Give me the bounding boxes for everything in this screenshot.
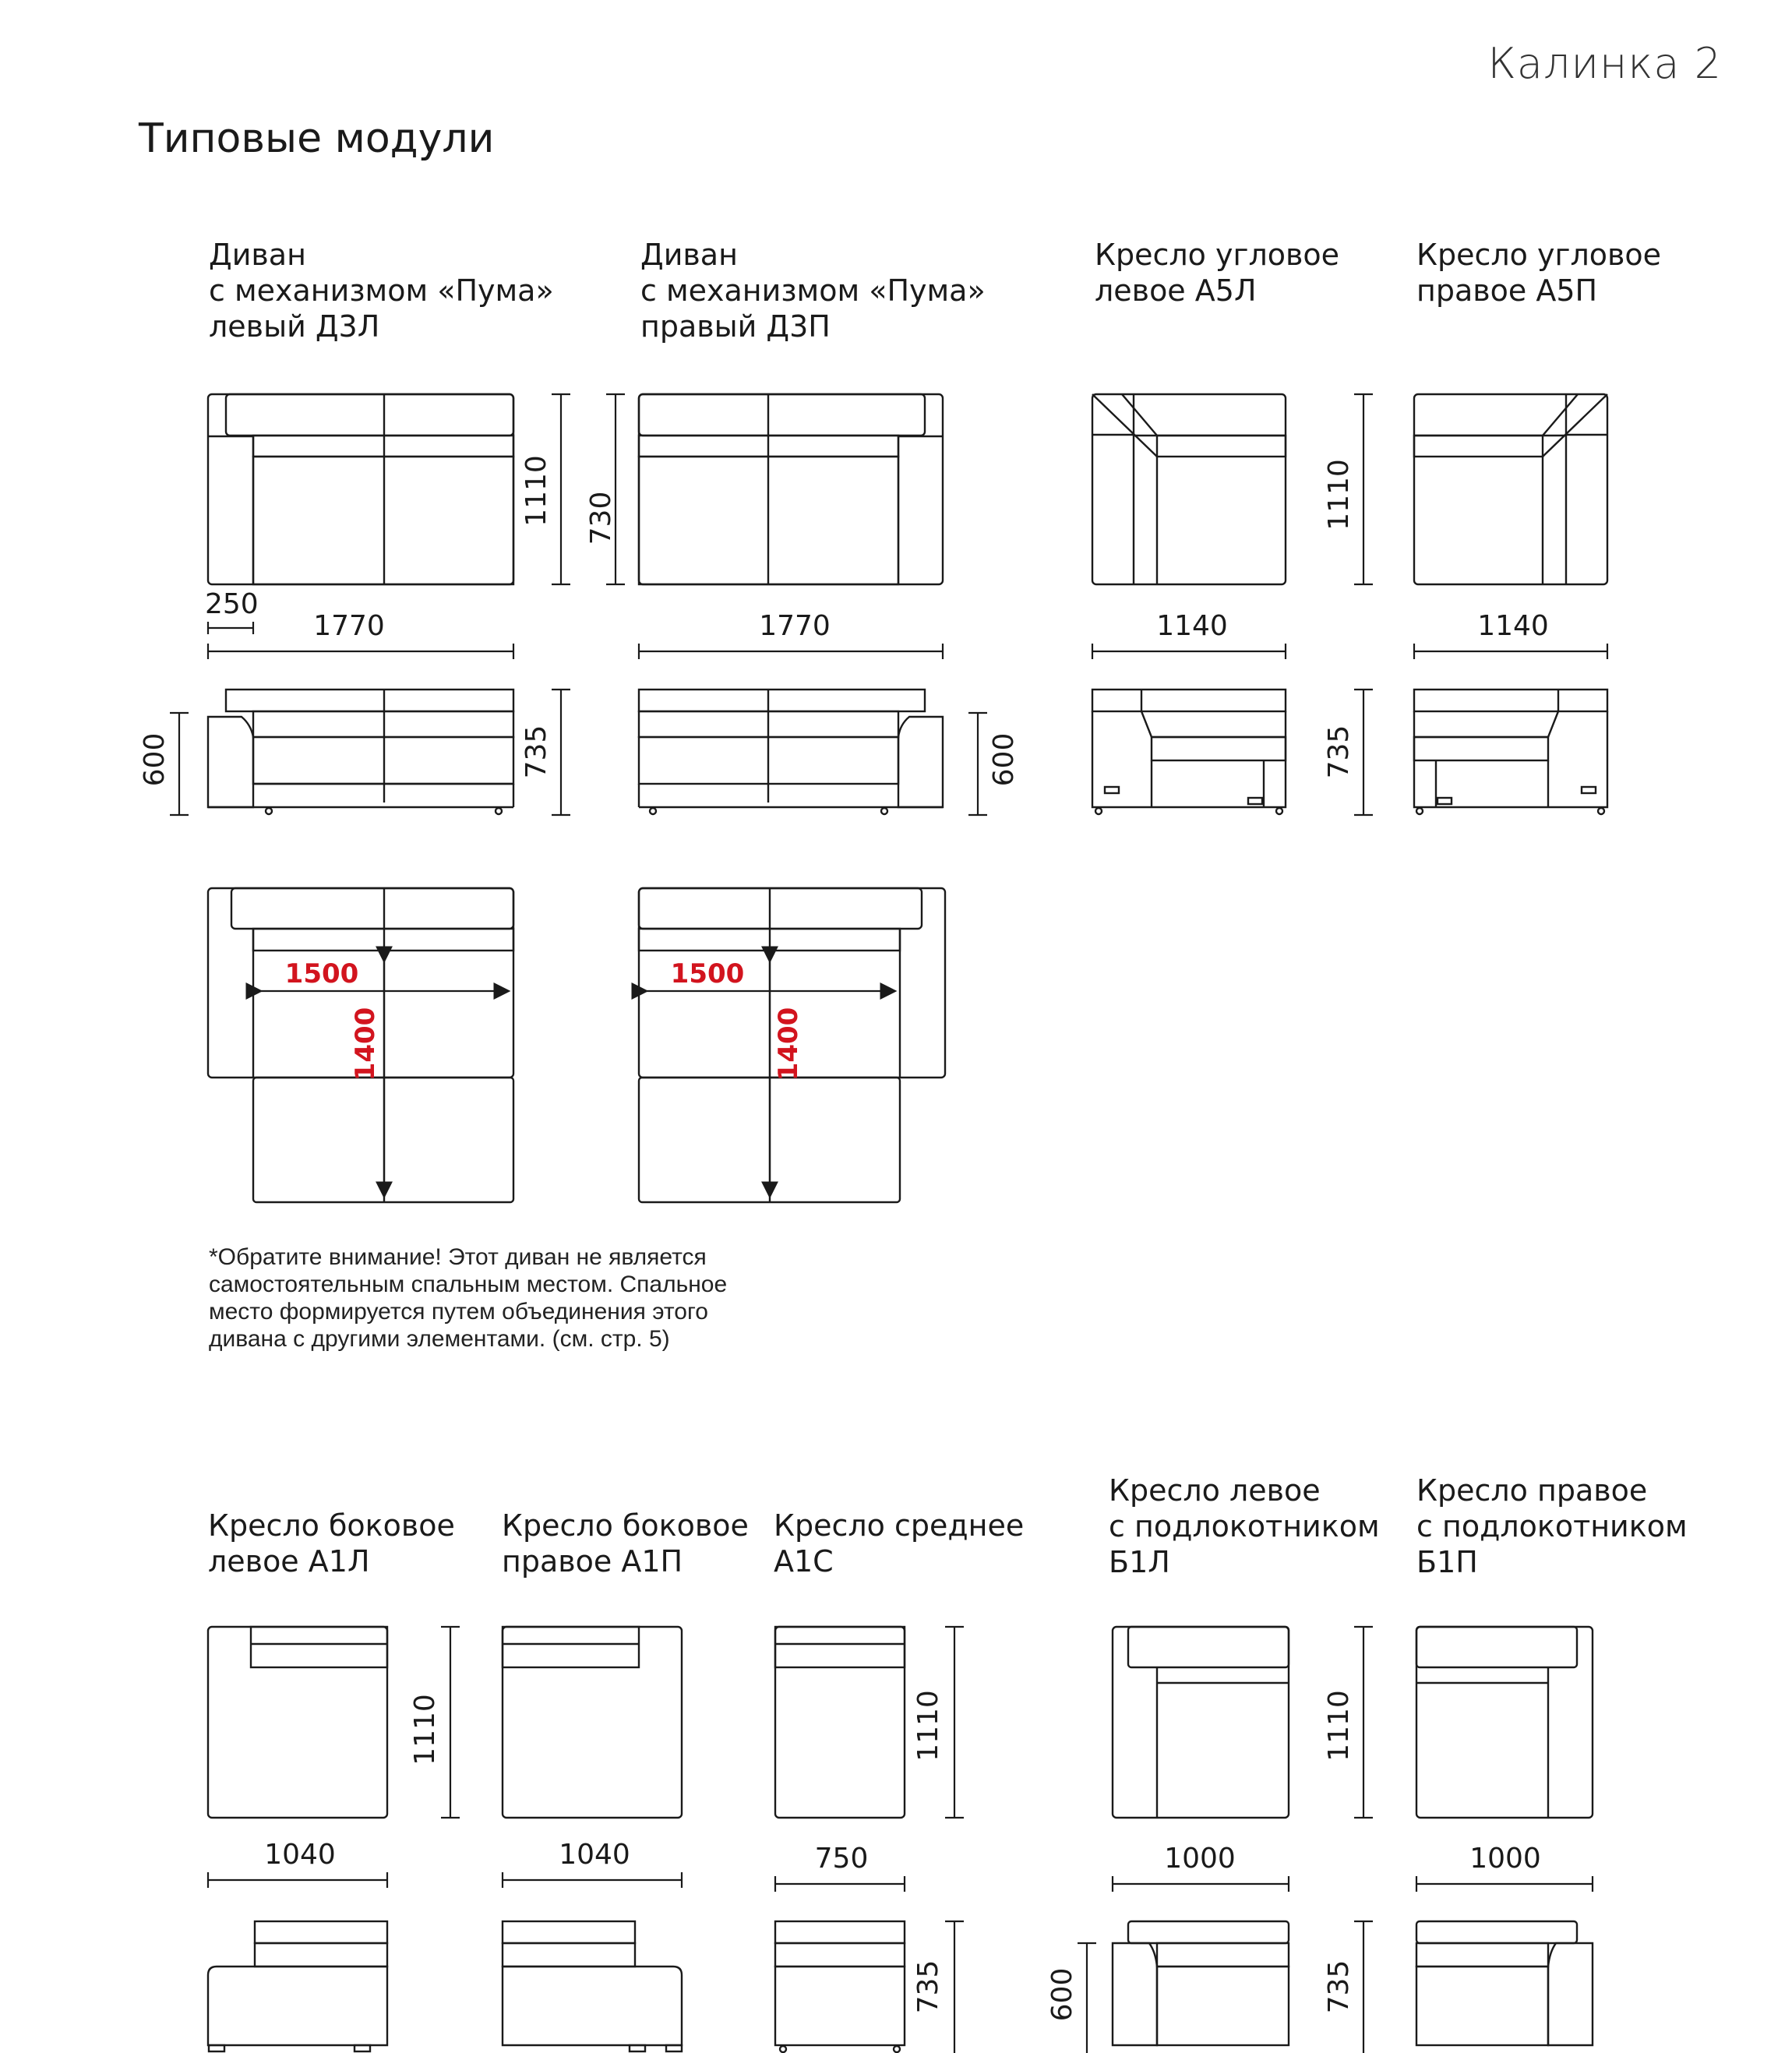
a5p-side-view (1413, 688, 1609, 816)
a1p-width-label: 1040 (559, 1839, 630, 1871)
a5p-width-label: 1140 (1477, 610, 1549, 642)
d3p-sleep-width-label: 1500 (671, 958, 745, 989)
module-title-d3p: Диван с механизмом «Пума» правый Д3П (640, 238, 986, 344)
b1l-depth-label: 1110 (1323, 1690, 1355, 1762)
a1p-side-view (501, 1920, 683, 2053)
b1p-plan-view (1415, 1625, 1594, 1819)
module-title-a5l: Кресло угловое левое А5Л (1095, 238, 1340, 308)
a1c-depth-label: 1110 (912, 1690, 944, 1762)
a5l-height-label: 735 (1323, 725, 1355, 779)
b1l-width-label: 1000 (1164, 1843, 1236, 1875)
d3p-unfolded-view: 1500 1400 (631, 887, 947, 1204)
a1p-plan-dimensions: 1040 (501, 1839, 683, 1888)
d3l-sleep-width-label: 1500 (285, 958, 359, 989)
d3p-side-dimensions: 600 (968, 711, 1020, 817)
d3p-depth-label: 730 (585, 492, 617, 545)
a1c-plan-dimensions: 1110 750 (774, 1625, 964, 1892)
a5l-side-dimensions: 735 (1323, 688, 1373, 817)
d3p-width-label: 1770 (759, 610, 831, 642)
b1l-seat-height-label: 600 (1046, 1968, 1078, 2022)
b1p-side-view (1415, 1920, 1594, 2047)
module-title-a5p: Кресло угловое правое А5П (1416, 238, 1662, 308)
a5l-plan-dimensions: 1110 1140 (1091, 393, 1373, 659)
d3l-depth-label: 1110 (520, 455, 552, 527)
a5p-plan-dimensions: 1140 (1413, 610, 1609, 659)
d3p-plan-view (637, 393, 944, 586)
a5l-width-label: 1140 (1156, 610, 1228, 642)
d3l-side-view (206, 688, 515, 816)
footnote: *Обратите внимание! Этот диван не являет… (209, 1244, 728, 1352)
a1l-side-view (206, 1920, 389, 2053)
module-title-a1l: Кресло боковое левое А1Л (208, 1508, 455, 1579)
b1l-height-label: 735 (1323, 1960, 1355, 2014)
d3l-plan-view (206, 393, 515, 586)
module-title-b1p: Кресло правое с подлокотником Б1П (1416, 1473, 1688, 1579)
module-title-a1c: Кресло среднее А1С (774, 1508, 1025, 1579)
a1l-plan-dimensions: 1110 1040 (206, 1625, 460, 1888)
d3l-sleep-length-label: 1400 (350, 1007, 381, 1081)
b1p-width-label: 1000 (1469, 1843, 1541, 1875)
a1c-plan-view (774, 1625, 906, 1819)
d3p-side-view (637, 688, 944, 816)
a5l-plan-view (1091, 393, 1287, 586)
a5l-side-view (1091, 688, 1287, 816)
brand-title: Калинка 2 (1487, 39, 1722, 88)
d3l-seat-height-label: 600 (139, 733, 171, 787)
section-title: Типовые модули (139, 115, 495, 162)
d3l-width-label: 1770 (313, 610, 385, 642)
d3l-side-dimensions: 600 735 (139, 688, 570, 817)
d3l-arm-label: 250 (205, 588, 259, 620)
module-title-d3l: Диван с механизмом «Пума» левый Д3Л (209, 238, 554, 344)
d3p-plan-dimensions: 730 1770 (585, 393, 944, 659)
b1l-plan-view (1111, 1625, 1290, 1819)
module-title-b1l: Кресло левое с подлокотником Б1Л (1109, 1473, 1380, 1579)
d3p-height-label: 600 (988, 733, 1020, 787)
b1l-side-dimensions: 600 735 (1046, 1920, 1373, 2053)
b1p-plan-dimensions: 1000 (1415, 1843, 1594, 1892)
d3l-unfolded-view: 1500 1400 (206, 887, 515, 1204)
a5p-plan-view (1413, 393, 1609, 586)
b1l-plan-dimensions: 1110 1000 (1111, 1625, 1373, 1892)
d3p-sleep-length-label: 1400 (773, 1007, 804, 1081)
a1c-height-label: 735 (912, 1960, 944, 2014)
a1l-depth-label: 1110 (409, 1694, 441, 1766)
module-title-a1p: Кресло боковое правое А1П (502, 1508, 749, 1579)
b1l-side-view (1111, 1920, 1290, 2047)
d3l-plan-dimensions: 1110 250 1770 (205, 393, 570, 659)
a1c-side-view (774, 1920, 906, 2053)
a5l-depth-label: 1110 (1323, 459, 1355, 531)
a1l-plan-view (206, 1625, 389, 1819)
a1p-plan-view (501, 1625, 683, 1819)
a1l-width-label: 1040 (264, 1839, 336, 1871)
d3l-height-label: 735 (520, 725, 552, 779)
a1c-side-dimensions: 735 (912, 1920, 964, 2053)
a1c-width-label: 750 (815, 1843, 869, 1875)
